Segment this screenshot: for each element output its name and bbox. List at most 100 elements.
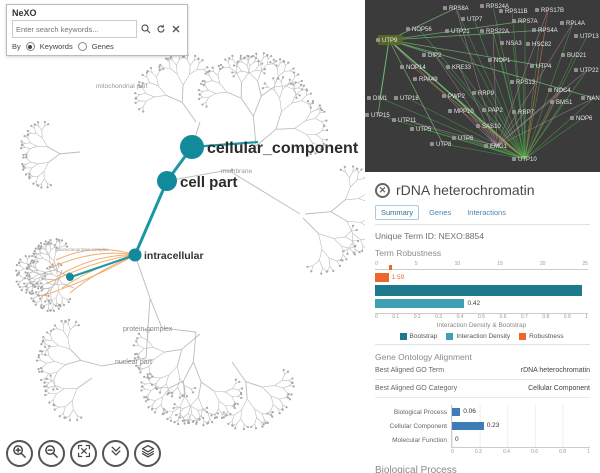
network-node[interactable]: NAN1 xyxy=(581,96,600,102)
fit-to-screen-button[interactable] xyxy=(70,440,97,467)
network-node-label[interactable]: RPS24A xyxy=(486,4,509,10)
network-node[interactable]: UTP22 xyxy=(574,68,599,74)
network-node[interactable]: NOP56 xyxy=(406,27,432,33)
network-node[interactable]: UTP5 xyxy=(410,127,432,133)
network-node-label[interactable]: UTP7 xyxy=(467,17,483,23)
network-node-label[interactable]: NOP56 xyxy=(412,27,432,33)
network-node[interactable]: UTP18 xyxy=(394,96,419,102)
label-cellular-component[interactable]: cellular_component xyxy=(207,140,359,157)
network-node-label[interactable]: NAN1 xyxy=(587,96,600,102)
label-ribonucleoprotein-complex[interactable]: ribonucleoprotein complex xyxy=(56,247,109,252)
network-node[interactable]: RPS7A xyxy=(512,19,538,25)
network-node[interactable]: UTP9 xyxy=(376,35,403,45)
keywords-radio-label[interactable]: Keywords xyxy=(39,42,73,51)
network-node-label[interactable]: NOP1 xyxy=(494,58,511,64)
network-node-label[interactable]: MPP10 xyxy=(454,109,474,115)
network-node-label[interactable]: UTP22 xyxy=(580,68,599,74)
network-node[interactable]: RPS17B xyxy=(535,8,564,14)
network-node-label[interactable]: UTP13 xyxy=(580,34,599,40)
network-node[interactable]: UTP10 xyxy=(512,157,537,163)
network-node[interactable]: UTP21 xyxy=(445,29,470,35)
network-node-label[interactable]: RPL4A xyxy=(566,21,585,27)
network-node[interactable]: RPS22A xyxy=(480,29,509,35)
tab-genes[interactable]: Genes xyxy=(429,208,452,217)
label-nuclear-part[interactable]: nuclear part xyxy=(115,359,152,366)
network-node[interactable]: UTP7 xyxy=(461,17,483,23)
node-cellular-component[interactable] xyxy=(180,135,204,159)
network-node-label[interactable]: UTP8 xyxy=(436,142,452,148)
network-node[interactable]: UTP8 xyxy=(430,142,452,148)
network-node-label[interactable]: UTP9 xyxy=(382,38,398,44)
network-node-label[interactable]: BMS1 xyxy=(556,100,573,106)
network-node[interactable]: EMG1 xyxy=(484,144,508,150)
network-node[interactable]: UTP15 xyxy=(365,113,390,119)
network-node[interactable]: HSC82 xyxy=(526,42,552,48)
network-node[interactable]: RPS8A xyxy=(443,6,469,12)
network-node[interactable]: RRP7 xyxy=(512,110,535,116)
network-node[interactable]: SAS10 xyxy=(476,124,501,130)
label-mitochondrial-part[interactable]: mitochondrial part xyxy=(96,83,148,90)
close-icon[interactable]: ✕ xyxy=(375,182,390,198)
network-node-label[interactable]: RPS7A xyxy=(518,19,538,25)
network-node-label[interactable]: EMG1 xyxy=(490,144,508,150)
reset-icon[interactable] xyxy=(155,23,167,35)
network-node[interactable]: RPS4A xyxy=(532,28,558,34)
genes-radio-label[interactable]: Genes xyxy=(91,42,114,51)
network-node[interactable]: RRP9 xyxy=(472,91,495,97)
network-node[interactable]: KRE33 xyxy=(446,65,472,71)
zoom-in-button[interactable] xyxy=(6,440,33,467)
search-input[interactable] xyxy=(12,20,137,38)
network-node[interactable]: MPP10 xyxy=(448,109,474,115)
tab-summary[interactable]: Summary xyxy=(375,205,420,220)
network-node[interactable]: UTP4 xyxy=(530,64,552,70)
network-node[interactable]: NOP14 xyxy=(400,65,426,71)
network-node[interactable]: PWP2 xyxy=(442,94,466,100)
search-icon[interactable] xyxy=(140,23,152,35)
node-cluster-highlight[interactable] xyxy=(66,273,74,281)
network-node-label[interactable]: UTP21 xyxy=(451,29,470,35)
network-node[interactable]: BUD21 xyxy=(561,53,587,59)
network-node-label[interactable]: UTP4 xyxy=(536,64,552,70)
network-node-label[interactable]: NSA3 xyxy=(506,41,522,47)
network-node-label[interactable]: DIP2 xyxy=(428,53,442,59)
network-node[interactable]: RPA49 xyxy=(413,77,438,83)
network-node[interactable]: UTP13 xyxy=(574,34,599,40)
network-node-label[interactable]: SAS10 xyxy=(482,124,501,130)
ontology-tree-canvas[interactable]: cellular_component cell part intracellul… xyxy=(0,0,365,473)
network-node-label[interactable]: UTP5 xyxy=(416,127,432,133)
network-node-label[interactable]: HSC82 xyxy=(532,42,552,48)
network-node-label[interactable]: NOP14 xyxy=(406,65,426,71)
network-node[interactable]: RPS24A xyxy=(480,4,509,10)
network-node-label[interactable]: RPA49 xyxy=(419,77,438,83)
expand-tree-button[interactable] xyxy=(102,440,129,467)
label-membrane[interactable]: membrane xyxy=(221,168,252,175)
network-node-label[interactable]: BUD21 xyxy=(567,53,587,59)
network-node-label[interactable]: RPS4A xyxy=(538,28,558,34)
network-node-label[interactable]: UTP6 xyxy=(458,136,474,142)
network-node-label[interactable]: RRP7 xyxy=(518,110,535,116)
network-node[interactable]: BMS1 xyxy=(550,100,573,106)
genes-radio[interactable] xyxy=(77,42,87,51)
network-node[interactable]: NOC4 xyxy=(548,88,571,94)
node-cell-part[interactable] xyxy=(157,171,177,191)
network-node[interactable]: PAP2 xyxy=(482,108,504,114)
network-node-label[interactable]: KRE33 xyxy=(452,65,472,71)
network-node[interactable]: UTP11 xyxy=(392,118,417,124)
network-node-label[interactable]: RPS13 xyxy=(516,80,536,86)
keywords-radio[interactable] xyxy=(25,42,35,51)
network-node[interactable]: RPS13 xyxy=(510,80,536,86)
network-node-label[interactable]: RPS11B xyxy=(505,9,528,15)
network-node-label[interactable]: RPS8A xyxy=(449,6,469,12)
network-node-label[interactable]: UTP15 xyxy=(371,113,390,119)
node-intracellular[interactable] xyxy=(128,248,142,262)
network-node-label[interactable]: UTP18 xyxy=(400,96,419,102)
network-node-label[interactable]: PWP2 xyxy=(448,94,466,100)
network-node[interactable]: DIM1 xyxy=(367,96,388,102)
label-intracellular[interactable]: intracellular xyxy=(144,250,204,262)
network-node[interactable]: NOP1 xyxy=(488,58,511,64)
label-protein-complex[interactable]: protein complex xyxy=(123,326,173,333)
network-node-label[interactable]: RRP9 xyxy=(478,91,495,97)
clear-icon[interactable] xyxy=(170,23,182,35)
network-node[interactable]: NSA3 xyxy=(500,41,522,47)
network-node-label[interactable]: NOC4 xyxy=(554,88,571,94)
